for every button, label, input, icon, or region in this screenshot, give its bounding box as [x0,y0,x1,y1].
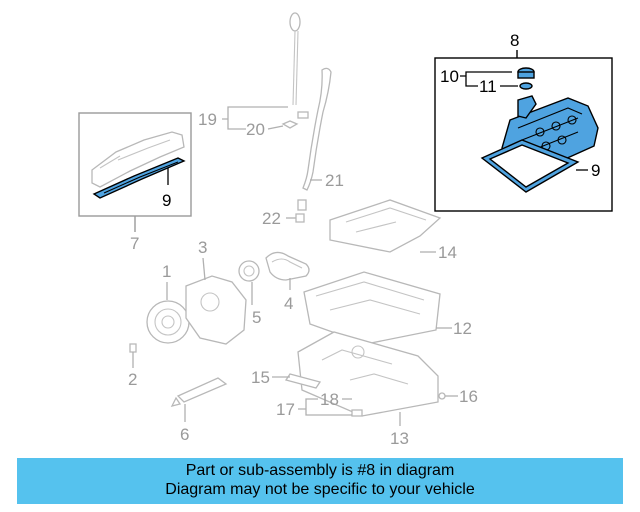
svg-text:15: 15 [251,368,270,387]
svg-text:21: 21 [325,171,344,190]
callout-13: 13 [390,412,409,448]
svg-text:10: 10 [440,67,459,86]
inset-box-8: 8 10 11 9 [434,31,613,212]
svg-text:12: 12 [453,319,472,338]
callout-14: 14 [420,243,457,262]
callout-16: 16 [445,387,478,406]
callout-15: 15 [251,368,290,387]
info-banner: Part or sub-assembly is #8 in diagram Di… [17,458,623,504]
dipstick-assembly [281,12,332,211]
svg-text:11: 11 [479,77,497,96]
callout-20: 20 [246,120,284,139]
svg-text:5: 5 [252,308,261,327]
callout-1: 1 [162,262,171,300]
svg-text:14: 14 [438,243,457,262]
callout-2: 2 [128,352,137,389]
callout-22: 22 [262,209,305,228]
callout-6: 6 [180,404,189,444]
callout-4: 4 [284,278,293,313]
svg-text:16: 16 [459,387,478,406]
svg-text:2: 2 [128,370,137,389]
callout-12: 12 [436,319,472,338]
callout-5: 5 [251,282,261,327]
svg-text:20: 20 [246,120,265,139]
svg-text:19: 19 [198,110,217,129]
svg-text:7: 7 [130,234,139,253]
svg-text:13: 13 [390,429,409,448]
svg-text:4: 4 [284,294,293,313]
svg-text:3: 3 [198,238,207,257]
callout-21: 21 [310,171,344,190]
callout-18: 18 [320,390,352,409]
callout-19: 19 [198,106,288,130]
callout-3: 3 [198,238,207,281]
oil-pan-components [284,199,446,417]
svg-text:8: 8 [510,31,519,50]
banner-line-2: Diagram may not be specific to your vehi… [165,481,475,498]
callout-17: 17 [276,398,352,419]
svg-text:17: 17 [276,400,295,419]
timing-components [129,251,310,407]
svg-text:22: 22 [262,209,281,228]
inset-box-7: 9 7 [78,112,192,253]
svg-text:1: 1 [162,262,171,281]
svg-text:9: 9 [162,191,171,210]
svg-text:18: 18 [320,390,339,409]
svg-text:9: 9 [591,161,600,180]
svg-text:6: 6 [180,425,189,444]
banner-line-1: Part or sub-assembly is #8 in diagram [185,462,455,479]
